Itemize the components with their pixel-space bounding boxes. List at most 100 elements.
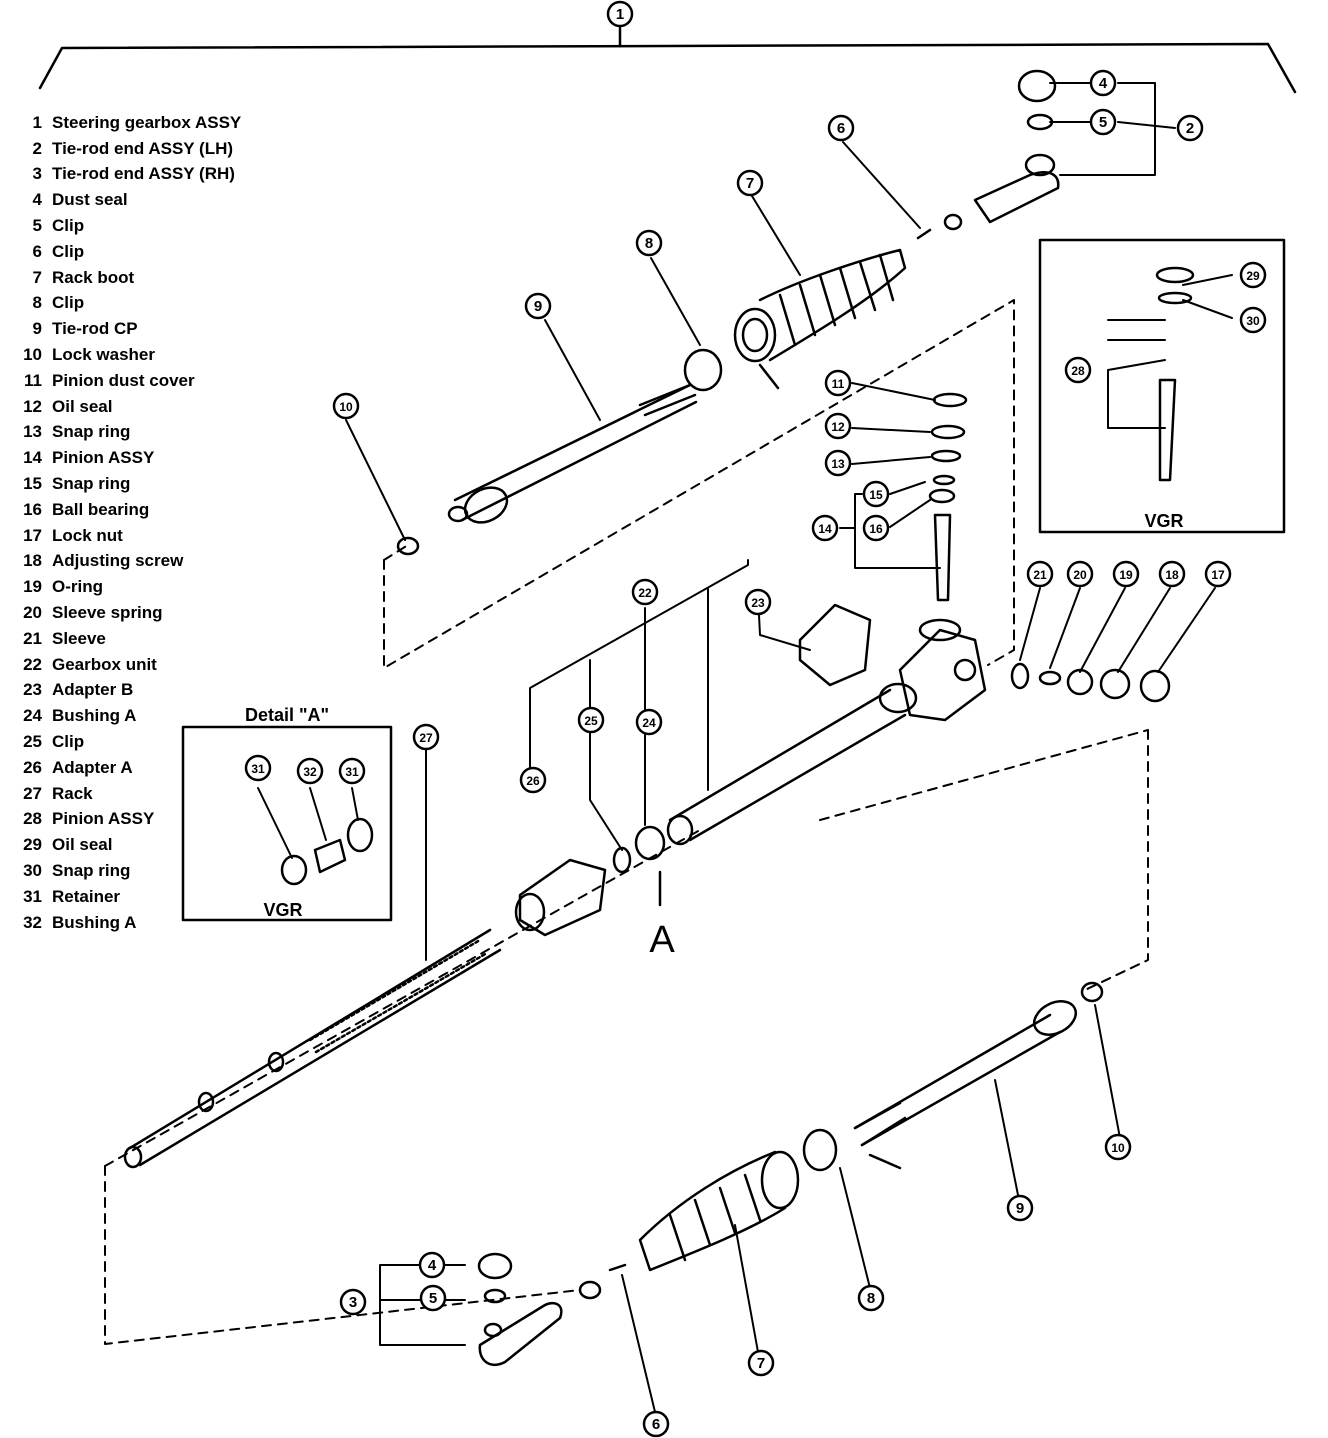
legend-label: Clip xyxy=(52,732,85,752)
legend-label: Dust seal xyxy=(52,190,128,210)
legend-item: 15 Snap ring xyxy=(10,471,330,497)
svg-text:4: 4 xyxy=(428,1257,437,1274)
legend-number: 6 xyxy=(32,241,42,261)
svg-text:31: 31 xyxy=(345,765,359,779)
bushing-a xyxy=(634,825,666,861)
legend-number: 25 xyxy=(23,732,42,752)
legend-label: Steering gearbox ASSY xyxy=(52,112,242,132)
legend-label: Lock nut xyxy=(52,525,123,545)
adapter-a xyxy=(518,858,607,937)
legend-label: Snap ring xyxy=(52,474,131,494)
o-ring xyxy=(1066,668,1094,696)
lower-lock-washer xyxy=(1080,981,1104,1003)
pinion-snap-ring xyxy=(930,449,962,463)
callout-18: 18 xyxy=(1158,560,1186,588)
svg-text:6: 6 xyxy=(652,1416,660,1433)
legend-number: 3 xyxy=(32,164,42,184)
svg-text:24: 24 xyxy=(642,716,656,730)
svg-text:8: 8 xyxy=(645,235,653,252)
legend-label: O-ring xyxy=(52,577,103,597)
callout-3: 3 xyxy=(339,1288,367,1316)
callout-21: 21 xyxy=(1026,560,1054,588)
callout-11: 11 xyxy=(824,369,852,397)
svg-text:12: 12 xyxy=(831,420,845,434)
vgr-pinion xyxy=(1158,378,1177,482)
callout-31: 31 xyxy=(338,757,366,785)
svg-text:6: 6 xyxy=(837,120,845,137)
legend-label: Bushing A xyxy=(52,706,137,726)
legend-item: 6 Clip xyxy=(10,239,330,265)
svg-text:22: 22 xyxy=(638,586,652,600)
legend-number: 8 xyxy=(32,293,42,313)
detail-a-leaders xyxy=(257,787,359,859)
callout-12: 12 xyxy=(824,412,852,440)
lower-boot-clip xyxy=(802,1128,838,1172)
upper-tie-rod-end xyxy=(916,69,1060,240)
callout-8: 8 xyxy=(635,229,663,257)
callout-5: 5 xyxy=(1089,108,1117,136)
callout-7: 7 xyxy=(736,169,764,197)
legend-number: 4 xyxy=(32,190,42,210)
sleeve-spring xyxy=(1038,670,1062,686)
svg-text:26: 26 xyxy=(526,774,540,788)
svg-text:30: 30 xyxy=(1246,314,1260,328)
legend-number: 29 xyxy=(23,835,42,855)
svg-text:5: 5 xyxy=(1099,114,1107,131)
callout-24: 24 xyxy=(635,708,663,736)
legend-number: 22 xyxy=(23,654,42,674)
svg-text:23: 23 xyxy=(751,596,765,610)
pinion-dust-cover xyxy=(932,392,968,408)
legend-label: Rack xyxy=(52,783,93,803)
bushing-a-vgr xyxy=(313,838,347,874)
legend-label: Snap ring xyxy=(52,422,131,442)
assembly-bracket xyxy=(38,42,1297,94)
callout-17: 17 xyxy=(1204,560,1232,588)
callout-6: 6 xyxy=(642,1410,670,1438)
callout-6: 6 xyxy=(827,114,855,142)
dashed-lead xyxy=(819,729,1149,821)
sleeve xyxy=(1010,662,1030,690)
svg-text:3: 3 xyxy=(349,1294,357,1311)
legend-item: 25 Clip xyxy=(10,729,330,755)
clip-screw xyxy=(868,1153,902,1170)
svg-text:20: 20 xyxy=(1073,568,1087,582)
legend-label: Clip xyxy=(52,241,85,261)
rack xyxy=(123,928,502,1169)
callout-5: 5 xyxy=(419,1284,447,1312)
callout-14: 14 xyxy=(811,514,839,542)
legend-number: 18 xyxy=(23,551,42,571)
callout-2: 2 xyxy=(1176,114,1204,142)
svg-text:8: 8 xyxy=(867,1290,875,1307)
legend-number: 27 xyxy=(23,783,42,803)
legend-number: 15 xyxy=(23,474,42,494)
lower-dashed-outline xyxy=(104,1165,581,1345)
callout-1: 1 xyxy=(606,0,634,28)
legend-label: Adapter B xyxy=(52,680,134,700)
legend-label: Rack boot xyxy=(52,267,135,287)
svg-text:28: 28 xyxy=(1071,364,1085,378)
detail-a-inset xyxy=(181,725,393,922)
legend-number: 26 xyxy=(23,757,42,777)
upper-tie-rod xyxy=(447,383,698,524)
svg-text:18: 18 xyxy=(1165,568,1179,582)
lower-tie-rod-end xyxy=(477,1252,563,1367)
legend-item: 27 Rack xyxy=(10,781,330,807)
detail-a-title: Detail "A" xyxy=(245,705,329,725)
retainer-right xyxy=(346,817,374,853)
leader-lines xyxy=(345,82,1233,1413)
legend-label: Snap ring xyxy=(52,861,131,880)
callout-7: 7 xyxy=(747,1349,775,1377)
legend-label: Clip xyxy=(52,216,85,236)
